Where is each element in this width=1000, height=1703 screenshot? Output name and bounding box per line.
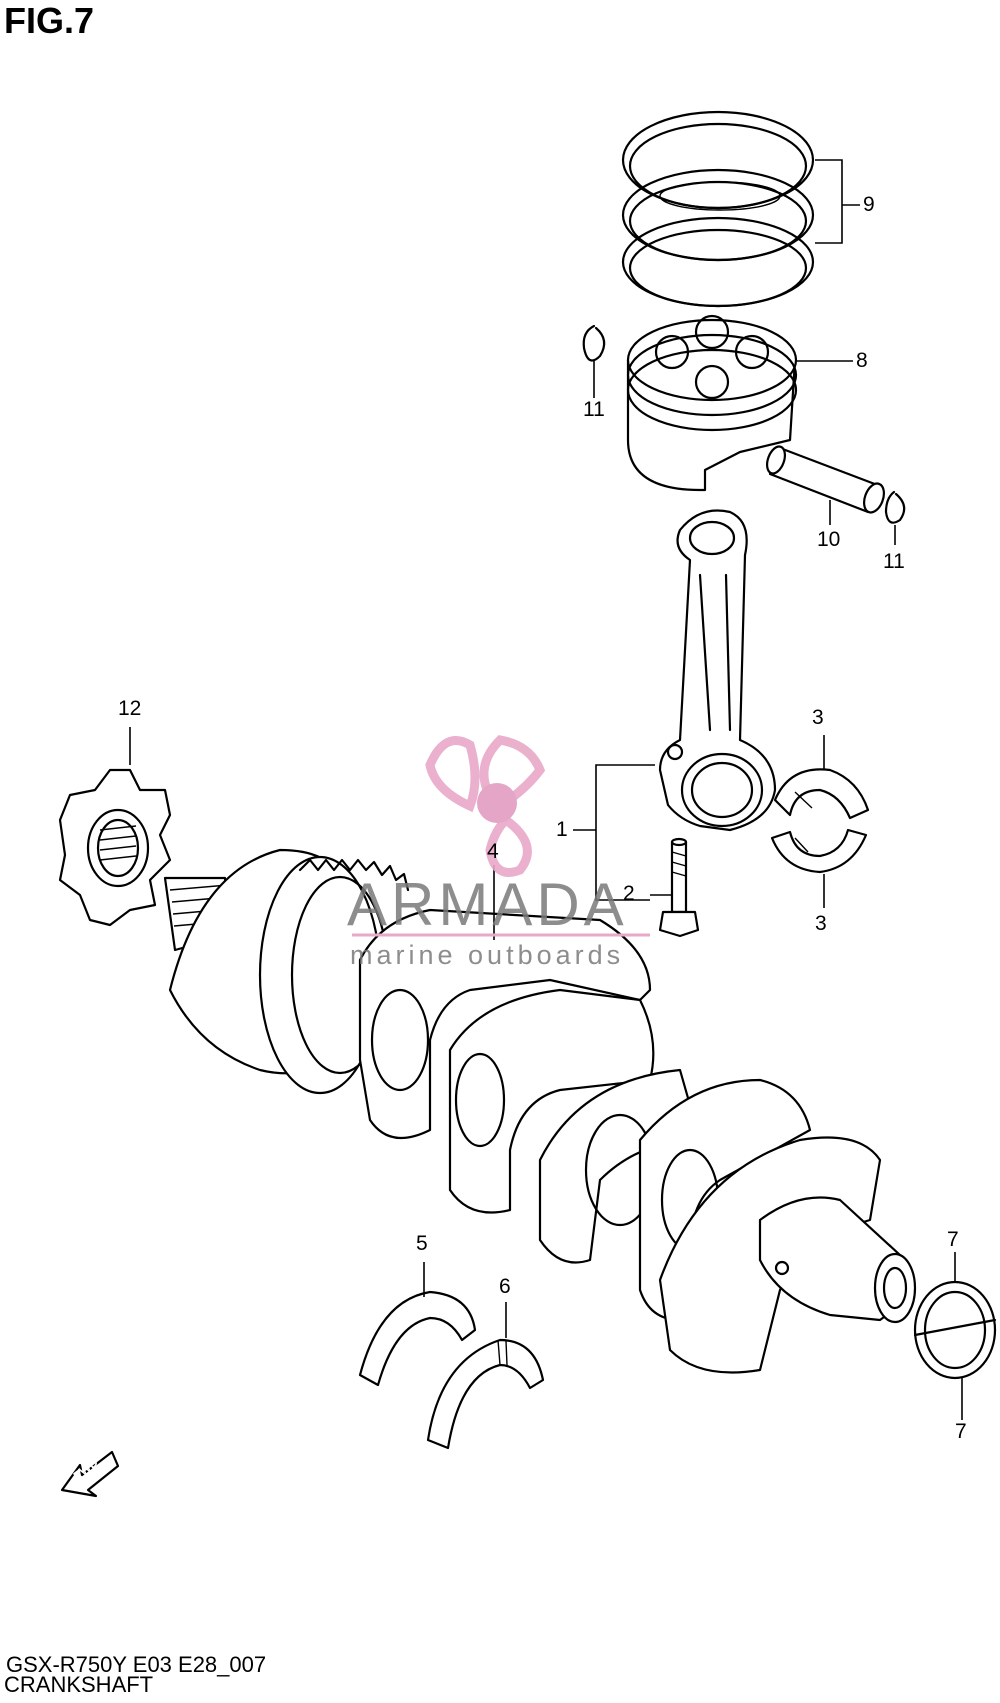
watermark-tagline: marine outboards: [350, 940, 625, 970]
connecting-rod: [658, 509, 777, 832]
main-bearing: [913, 1280, 997, 1380]
callout-11-right: 11: [883, 550, 905, 573]
piston-ring-set: [621, 110, 815, 308]
callout-8: 8: [856, 349, 868, 372]
model-code: GSX-R750Y E03 E28_007: [6, 1652, 267, 1677]
circlip-left: [582, 324, 606, 362]
callout-5: 5: [416, 1232, 428, 1255]
piston: [626, 314, 798, 492]
conrod-bolt: [658, 837, 700, 938]
callout-3-lower: 3: [815, 912, 827, 935]
callout-10: 10: [817, 528, 841, 551]
leader-lines: [129, 159, 963, 1420]
callout-9: 9: [863, 193, 875, 216]
conrod-bearing-upper: [773, 768, 870, 820]
circlip-right: [884, 490, 906, 524]
watermark-name: ARMADA: [347, 871, 628, 938]
callout-12: 12: [118, 697, 142, 720]
conrod-bearing-lower: [770, 828, 868, 874]
fwd-arrow-icon: [60, 1450, 120, 1498]
armada-logo-icon: [425, 735, 546, 877]
callout-1: 1: [556, 818, 568, 841]
thrust-bearing-5: [358, 1290, 477, 1387]
section-name: CRANKSHAFT: [4, 1672, 154, 1697]
callout-7-upper: 7: [947, 1228, 959, 1251]
callout-3-upper: 3: [812, 706, 824, 729]
callout-6: 6: [499, 1275, 511, 1298]
piston-pin: [765, 445, 885, 514]
callout-7-lower: 7: [955, 1420, 967, 1443]
callout-11-left: 11: [583, 398, 605, 421]
figure-title: FIG.7: [4, 0, 95, 41]
crankshaft: [163, 848, 917, 1374]
thrust-bearing-6: [426, 1338, 545, 1450]
callout-2: 2: [623, 882, 635, 905]
crank-timing-rotor: [58, 768, 172, 927]
callout-4: 4: [487, 840, 499, 863]
